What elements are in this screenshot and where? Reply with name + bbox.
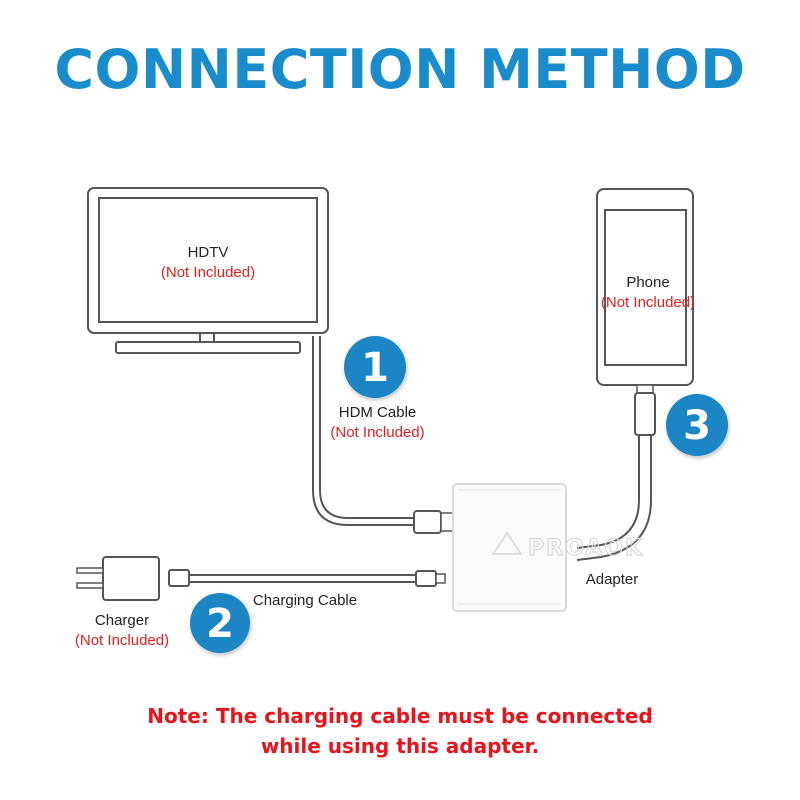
phone-note: (Not Included) <box>600 294 696 311</box>
phone-label: Phone (Not Included) <box>578 273 718 313</box>
adapter-illustration <box>452 483 567 612</box>
hdtv-illustration <box>87 187 329 354</box>
adapter-name: Adapter <box>585 571 639 588</box>
charger-name: Charger <box>94 612 150 629</box>
phone-name: Phone <box>626 274 670 291</box>
hdtv-name: HDTV <box>187 244 229 261</box>
svg-text:PROAOK: PROAOK <box>528 536 644 561</box>
hdmi-cable-label: HDM Cable (Not Included) <box>300 403 455 443</box>
adapter-label: Adapter <box>542 570 682 590</box>
hdtv-label: HDTV (Not Included) <box>108 243 308 283</box>
hdmi-cable <box>312 336 454 534</box>
footnote-line-2: while using this adapter. <box>260 734 540 758</box>
lightning-cable <box>576 384 656 561</box>
charging-cable-label: Charging Cable <box>230 591 380 611</box>
step-badge-3: 3 <box>666 394 728 456</box>
watermark: PROAOK <box>491 531 644 562</box>
charger-note: (Not Included) <box>74 632 170 649</box>
charger-label: Charger (Not Included) <box>57 611 187 651</box>
hdtv-note: (Not Included) <box>160 264 256 281</box>
hdmi-cable-name: HDM Cable <box>338 404 417 421</box>
footnote-line-1: Note: The charging cable must be connect… <box>147 704 653 728</box>
svg-text:3: 3 <box>683 403 711 449</box>
svg-text:2: 2 <box>206 601 234 647</box>
charger-illustration <box>76 556 160 601</box>
charging-cable <box>168 569 446 587</box>
phone-illustration <box>596 188 694 386</box>
charging-cable-name: Charging Cable <box>252 592 358 609</box>
step-badge-2: 2 <box>190 593 250 653</box>
step-badge-1: 1 <box>344 336 406 398</box>
hdmi-cable-note: (Not Included) <box>330 424 425 441</box>
svg-text:1: 1 <box>361 345 389 391</box>
page-title: CONNECTION METHOD <box>54 38 746 101</box>
